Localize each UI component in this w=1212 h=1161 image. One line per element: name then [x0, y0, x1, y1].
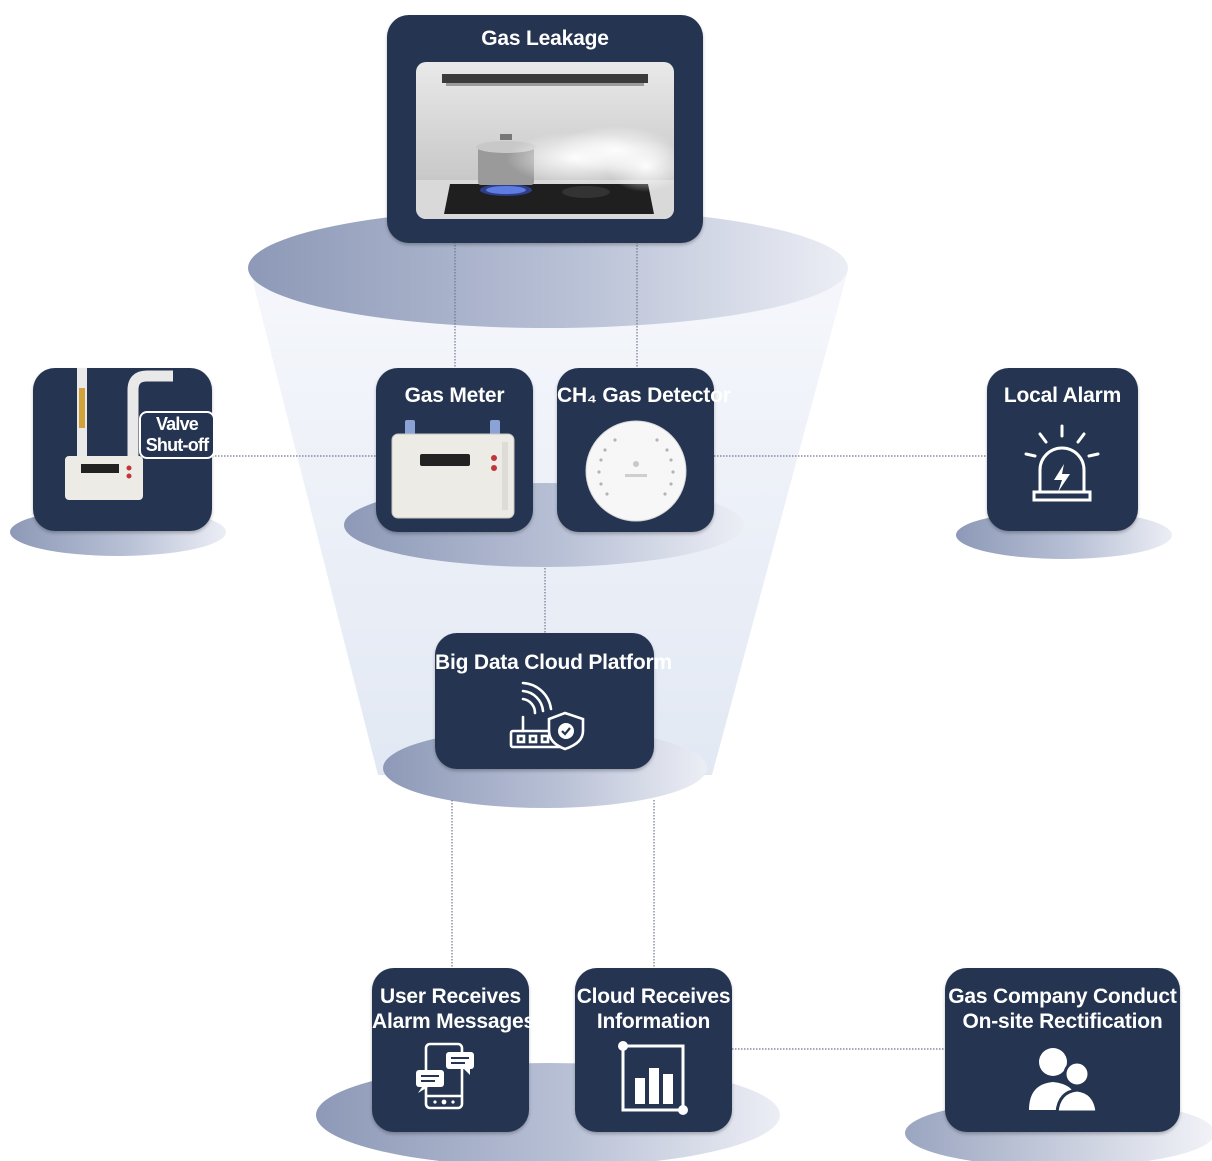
user-receives-card: User Receives Alarm Messages — [372, 968, 535, 1132]
bar-chart-icon — [618, 1041, 688, 1115]
cloud-platform-title: Big Data Cloud Platform — [435, 651, 672, 674]
ch4-detector-device — [585, 420, 687, 522]
valve-callout-line2: Shut-off — [145, 435, 209, 455]
gas-company-line2: On-site Rectification — [962, 1010, 1163, 1033]
cloud-receives-title: Cloud Receives Information — [575, 984, 732, 1034]
valve-card: Valve Shut-off — [33, 368, 215, 531]
gas-meter-card: Gas Meter — [376, 368, 533, 532]
gas-company-card: Gas Company Conduct On-site Rectificatio… — [945, 968, 1180, 1132]
valve-meter-device — [65, 368, 173, 500]
cloud-receives-card: Cloud Receives Information — [575, 968, 732, 1132]
valve-shutoff-callout: Valve Shut-off — [139, 411, 215, 459]
people-icon — [1029, 1048, 1099, 1114]
ch4-detector-title: CH₄ Gas Detector — [557, 384, 731, 407]
cloud-platform-card: Big Data Cloud Platform — [435, 633, 672, 769]
cloud-receives-line2: Information — [596, 1010, 711, 1033]
gas-leakage-title: Gas Leakage — [481, 27, 609, 50]
valve-callout-line1: Valve — [155, 414, 199, 434]
user-receives-line2: Alarm Messages — [372, 1010, 535, 1033]
gas-stove-photo — [416, 62, 674, 219]
user-receives-title: User Receives Alarm Messages — [372, 984, 535, 1034]
cloud-receives-line1: Cloud Receives — [576, 985, 731, 1008]
gas-company-line1: Gas Company Conduct — [948, 985, 1177, 1008]
gas-company-title: Gas Company Conduct On-site Rectificatio… — [945, 984, 1180, 1034]
local-alarm-card: Local Alarm — [987, 368, 1138, 531]
alarm-siren-icon — [1024, 424, 1100, 502]
gas-meter-device — [391, 420, 515, 519]
user-receives-line1: User Receives — [379, 985, 521, 1008]
ch4-detector-card: CH₄ Gas Detector — [557, 368, 731, 532]
gas-leakage-card: Gas Leakage — [387, 15, 703, 243]
local-alarm-title: Local Alarm — [1003, 384, 1122, 407]
router-shield-icon — [509, 681, 585, 751]
gas-meter-title: Gas Meter — [404, 384, 505, 407]
phone-chat-icon — [416, 1042, 474, 1110]
